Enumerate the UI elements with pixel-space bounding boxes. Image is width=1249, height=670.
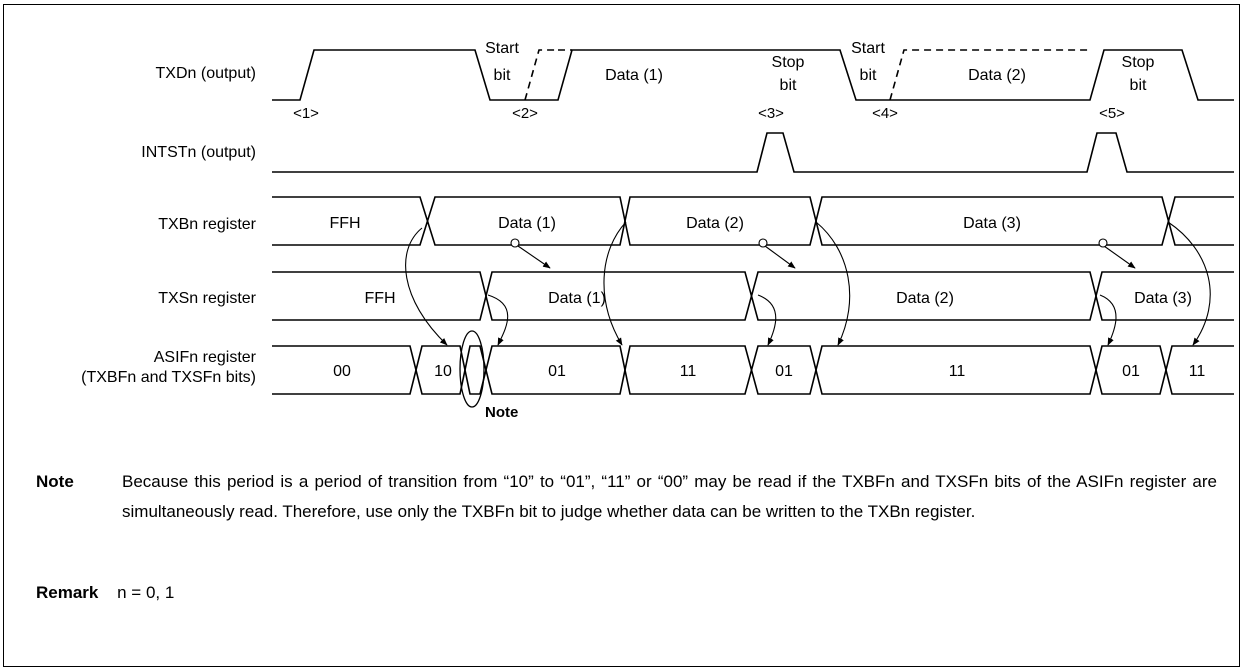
asif-value-01-b: 01: [775, 363, 793, 380]
signal-label-txd: TXDn (output): [156, 65, 256, 82]
asif-values: 00 10 01 11 01 11 01 11: [333, 363, 1205, 380]
txb-values: FFH Data (1) Data (2) Data (3): [329, 215, 1020, 232]
asif-bus: [272, 345, 1234, 395]
start-bit-label-2: Start: [851, 40, 885, 57]
marker-4: <4>: [872, 105, 898, 122]
txb-value-ffh: FFH: [329, 215, 360, 232]
figure-border: [3, 4, 1240, 667]
remark-label: Remark: [36, 583, 99, 602]
stop-bit-label-2b: bit: [1130, 77, 1147, 94]
txb-value-data-3: Data (3): [963, 215, 1021, 232]
txs-value-data-2: Data (2): [896, 290, 954, 307]
load-points: [510, 238, 1108, 248]
data-2-label: Data (2): [968, 67, 1026, 84]
stop-bit-label-2: Stop: [1122, 54, 1155, 71]
stop-bit-label-1: Stop: [772, 54, 805, 71]
txb-value-data-2: Data (2): [686, 215, 744, 232]
diagram-note-label: Note: [485, 404, 518, 421]
transition-ellipse: [459, 330, 485, 408]
txd-waveform: [272, 49, 1234, 101]
note-label: Note: [36, 472, 74, 491]
txs-value-data-3: Data (3): [1134, 290, 1192, 307]
marker-5: <5>: [1099, 105, 1125, 122]
intst-waveform: [272, 132, 1234, 173]
asif-value-10: 10: [434, 363, 452, 380]
marker-2: <2>: [512, 105, 538, 122]
start-bit-label-1: Start: [485, 40, 519, 57]
causality-arrows: [405, 221, 1211, 346]
marker-3: <3>: [758, 105, 784, 122]
asif-value-11-a: 11: [680, 363, 697, 380]
asif-value-11-b: 11: [949, 363, 966, 380]
stop-bit-label-1b: bit: [780, 77, 797, 94]
txb-bus: [272, 196, 1234, 246]
remark-text: n = 0, 1: [117, 583, 175, 602]
asif-value-00: 00: [333, 363, 351, 380]
signal-label-txb: TXBn register: [158, 216, 256, 233]
txs-bus: [272, 271, 1234, 321]
asif-value-01-c: 01: [1122, 363, 1140, 380]
txs-values: FFH Data (1) Data (2) Data (3): [364, 290, 1191, 307]
signal-label-intst: INTSTn (output): [141, 144, 256, 161]
signal-label-asif-2: (TXBFn and TXSFn bits): [81, 369, 256, 386]
txs-value-ffh: FFH: [364, 290, 395, 307]
txd-markers: <1> <2> <3> <4> <5>: [293, 105, 1125, 122]
signal-label-txs: TXSn register: [158, 290, 256, 307]
txb-value-data-1: Data (1): [498, 215, 556, 232]
txd-labels: Start bit Data (1) Stop bit Start bit Da…: [485, 40, 1154, 94]
marker-1: <1>: [293, 105, 319, 122]
asif-value-01-a: 01: [548, 363, 566, 380]
start-bit-label-1b: bit: [494, 67, 511, 84]
remark: Remark n = 0, 1: [36, 583, 174, 603]
start-bit-label-2b: bit: [860, 67, 877, 84]
asif-value-11-c: 11: [1189, 363, 1206, 380]
note-text: Because this period is a period of trans…: [122, 472, 1217, 521]
txs-value-data-1: Data (1): [548, 290, 606, 307]
data-1-label: Data (1): [605, 67, 663, 84]
signal-label-asif-1: ASIFn register: [154, 349, 257, 366]
